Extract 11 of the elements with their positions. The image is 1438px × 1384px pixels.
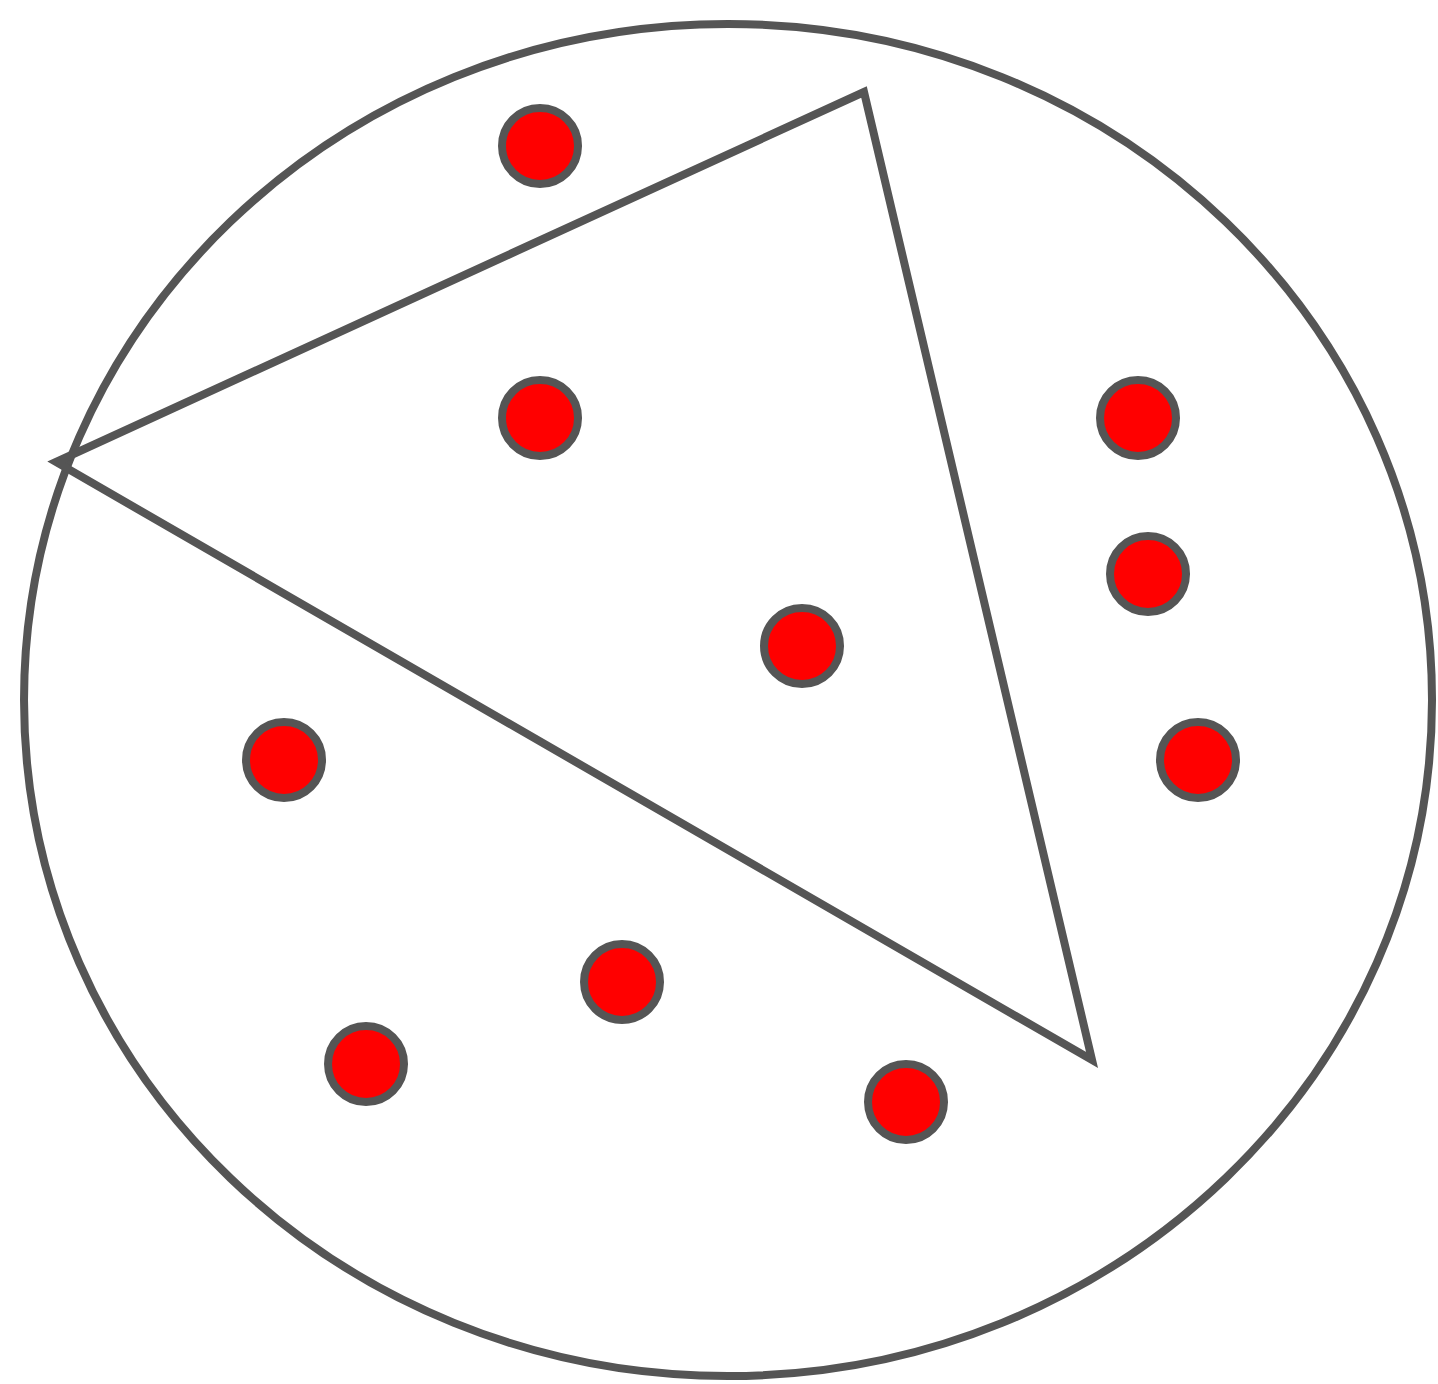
dot — [760, 604, 844, 688]
dot — [498, 376, 582, 460]
dot — [864, 1060, 948, 1144]
dot — [498, 104, 582, 188]
dot — [242, 718, 326, 802]
dot — [1156, 718, 1240, 802]
large-circle — [20, 20, 1436, 1380]
dot — [1096, 376, 1180, 460]
dot — [324, 1022, 408, 1106]
dot — [1106, 532, 1190, 616]
dot — [580, 940, 664, 1024]
